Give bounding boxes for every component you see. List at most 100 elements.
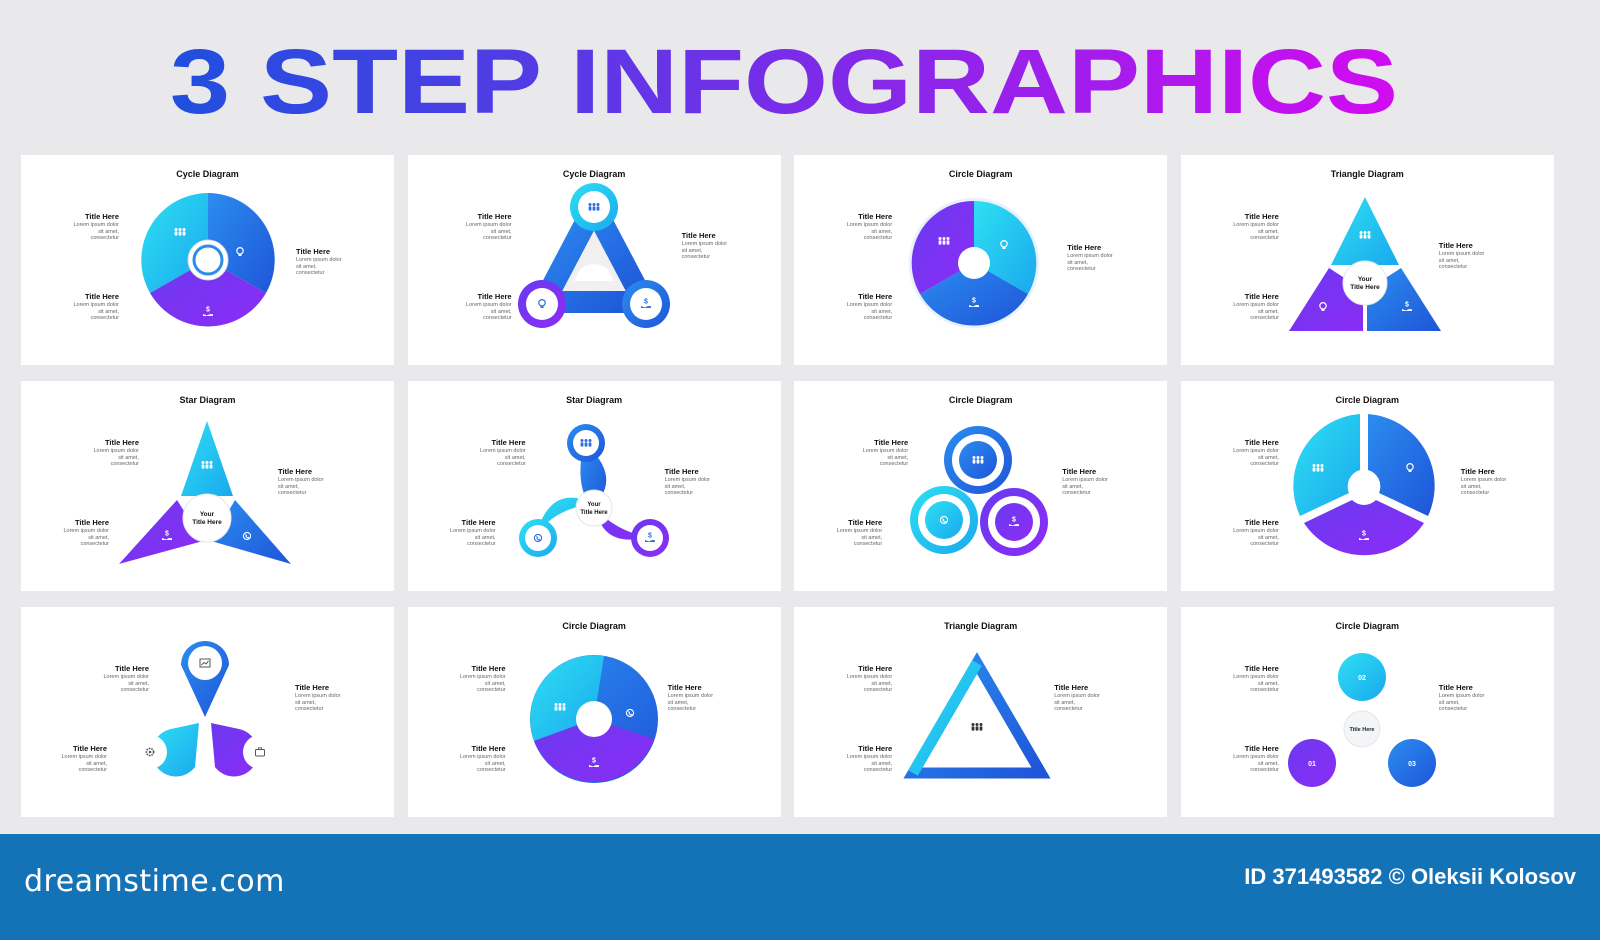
block-title: Title Here bbox=[72, 744, 107, 753]
drop-3 bbox=[211, 723, 259, 777]
block-desc-line: sit amet, bbox=[1258, 228, 1279, 235]
block-desc-line: sit amet, bbox=[1258, 680, 1279, 687]
block-desc-line: consectetur bbox=[90, 235, 119, 242]
block-desc-line: consectetur bbox=[295, 706, 324, 713]
center-hole bbox=[575, 701, 612, 737]
card-title: Triangle Diagram bbox=[1330, 169, 1404, 179]
block-desc-line: Lorem ipsum dolor bbox=[846, 302, 893, 308]
dollar-hand-icon: $ bbox=[640, 299, 651, 308]
main-title: 3 STEP INFOGRAPHICS bbox=[0, 18, 1600, 138]
gear-icon bbox=[145, 747, 155, 757]
lightbulb-icon bbox=[236, 246, 244, 256]
diagram-graphic: $ bbox=[1293, 414, 1435, 556]
block-desc-line: sit amet, bbox=[861, 534, 883, 541]
swirl-arm-3 bbox=[595, 510, 652, 540]
block-desc-line: sit amet, bbox=[474, 534, 496, 541]
block-desc-line: consectetur bbox=[90, 315, 119, 322]
block-desc-line: Lorem ipsum dolor bbox=[1233, 448, 1279, 454]
node-inner bbox=[629, 288, 662, 320]
block-title: Title Here bbox=[1054, 683, 1089, 692]
center-label: Your bbox=[1358, 276, 1373, 283]
center-circle bbox=[1342, 260, 1388, 306]
center-pill bbox=[1343, 710, 1381, 748]
block-desc-line: sit amet, bbox=[1438, 699, 1460, 706]
segment-2 bbox=[1367, 414, 1435, 516]
triangle-frame bbox=[903, 652, 1051, 779]
block-desc-line: consectetur bbox=[1250, 461, 1279, 468]
block-title: Title Here bbox=[667, 683, 702, 692]
people-icon bbox=[971, 723, 983, 731]
swirl-arm-2 bbox=[535, 497, 594, 536]
center-circle bbox=[575, 489, 613, 527]
people-icon bbox=[174, 228, 186, 236]
block-desc-line: Lorem ipsum dolor bbox=[1233, 222, 1279, 228]
block-desc-line: Lorem ipsum dolor bbox=[296, 257, 342, 263]
block-desc-line: sit amet, bbox=[490, 228, 512, 235]
dollar-hand-icon: $ bbox=[969, 298, 980, 307]
block-title: Title Here bbox=[114, 664, 149, 673]
block-desc-line: sit amet, bbox=[504, 454, 526, 461]
card-title: Cycle Diagram bbox=[176, 169, 239, 179]
block-desc-line: Lorem ipsum dolor bbox=[1460, 477, 1507, 483]
block-desc-line: sit amet, bbox=[278, 483, 299, 490]
people-icon bbox=[1359, 231, 1371, 239]
block-desc-line: consectetur bbox=[853, 541, 883, 548]
footer-logo[interactable]: dreamstime.com bbox=[24, 864, 285, 899]
block-desc-line: Lorem ipsum dolor bbox=[61, 754, 107, 760]
block-title: Title Here bbox=[1244, 664, 1279, 673]
block-title: Title Here bbox=[1244, 518, 1279, 527]
block-desc-line: sit amet, bbox=[88, 534, 109, 541]
footer-image-id: ID 371493582 © Oleksii Kolosov bbox=[1244, 864, 1576, 889]
briefcase-icon bbox=[255, 747, 265, 757]
block-desc-line: sit amet, bbox=[490, 308, 512, 315]
block-title: Title Here bbox=[858, 212, 893, 221]
block-desc-line: consectetur bbox=[120, 687, 149, 694]
block-desc-line: consectetur bbox=[1250, 315, 1279, 322]
diagram-graphic: $ bbox=[517, 183, 670, 328]
block-title: Title Here bbox=[84, 212, 119, 221]
block-desc-line: sit amet, bbox=[1067, 259, 1088, 266]
block-title: Title Here bbox=[491, 438, 526, 447]
block-desc-line: consectetur bbox=[1460, 490, 1490, 497]
dollar-hand-icon: $ bbox=[1358, 531, 1369, 540]
segment-1 bbox=[1293, 414, 1360, 516]
node-number: 02 bbox=[1358, 675, 1366, 682]
block-title: Title Here bbox=[461, 518, 496, 527]
block-desc-line: Lorem ipsum dolor bbox=[460, 674, 506, 680]
people-icon bbox=[554, 703, 566, 711]
triangle-left bbox=[908, 660, 982, 776]
block-desc-line: consectetur bbox=[477, 767, 506, 774]
phone-icon bbox=[242, 531, 252, 541]
lightbulb-icon bbox=[1000, 239, 1008, 249]
block-title: Title Here bbox=[1460, 467, 1495, 476]
block-desc-line: Lorem ipsum dolor bbox=[1233, 528, 1279, 534]
card-title: Star Diagram bbox=[179, 395, 236, 405]
block-desc-line: Lorem ipsum dolor bbox=[450, 528, 496, 534]
phone-icon bbox=[940, 515, 949, 525]
node-inner bbox=[524, 525, 551, 551]
